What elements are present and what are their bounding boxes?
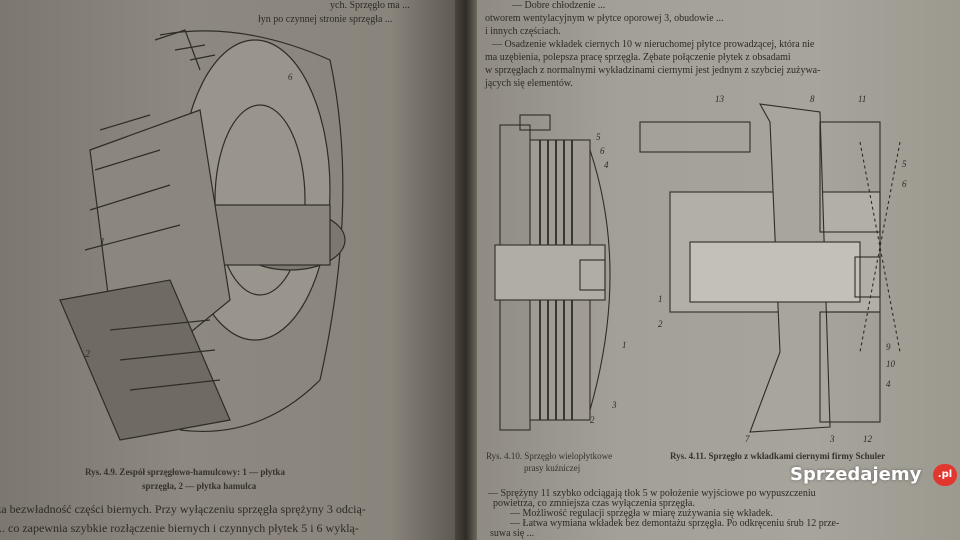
left-body-line: ... co zapewnia szybkie rozłączenie bier… — [0, 521, 359, 535]
fig411-label: 5 — [902, 159, 907, 169]
fig49-label: 6 — [288, 72, 293, 82]
fig411-caption: Rys. 4.11. Sprzęgło z wkładkami ciernymi… — [670, 451, 886, 461]
fig410-caption-line1: Rys. 4.10. Sprzęgło wielopłytkowe — [486, 451, 613, 461]
fig411-label: 8 — [810, 94, 815, 104]
fig410-label: 5 — [596, 132, 601, 142]
right-body-line: — Sprężyny 11 szybko odciągają tłok 5 w … — [488, 488, 816, 499]
fig411-label: 1 — [658, 294, 663, 304]
left-body-line: za bezwładność części biernych. Przy wył… — [0, 502, 366, 516]
right-body-line: powietrza, co zmniejsza czas wyłączenia … — [493, 498, 695, 509]
fig410-label: 4 — [604, 160, 609, 170]
left-top-line: ych. Sprzęgło ma ... — [330, 0, 410, 11]
fig410-label: 6 — [600, 146, 605, 156]
fig411-label: 12 — [863, 434, 873, 444]
fig410-label: 3 — [611, 400, 617, 410]
fig411-label: 13 — [715, 94, 725, 104]
fig49-caption-line1: Rys. 4.9. Zespół sprzęgłowo-hamulcowy: 1… — [85, 467, 285, 477]
fig411-label: 9 — [886, 342, 891, 352]
right-top-line: — Osadzenie wkładek ciernych 10 w nieruc… — [492, 39, 815, 50]
right-body-line: suwa się ... — [490, 528, 535, 539]
right-top-line: w sprzęgłach z normalnymi wykładzinami c… — [485, 65, 821, 76]
fig49-caption-line2: sprzęgła, 2 — płytka hamulca — [142, 481, 257, 491]
watermark-logo-badge: .pl — [933, 464, 957, 486]
figure-4-10-multi-plate-clutch-drawing: 5 6 4 1 2 3 — [494, 114, 627, 431]
fig411-label: 6 — [902, 179, 907, 189]
fig410-label: 2 — [590, 415, 595, 425]
fig410-caption-line2: prasy kuźniczej — [524, 463, 581, 473]
fig410-label: 1 — [622, 340, 627, 350]
right-body-line: — Możliwość regulacji sprzęgła w miarę z… — [510, 508, 773, 519]
fig411-label: 4 — [886, 379, 891, 389]
left-top-line: łyn po czynnej stronie sprzęgła ... — [258, 14, 393, 25]
fig411-label: 7 — [745, 434, 750, 444]
fig49-label: 2 — [85, 349, 90, 360]
right-top-line: jących się elementów. — [485, 78, 573, 89]
fig411-label: 2 — [658, 319, 663, 329]
book-gutter — [455, 0, 477, 540]
right-top-line: i innych częściach. — [485, 26, 561, 37]
figure-4-9-clutch-brake-drawing: 1 2 6 — [59, 29, 346, 441]
fig411-label: 10 — [886, 359, 896, 369]
fig49-label: 1 — [100, 237, 105, 248]
right-top-line: otworem wentylacyjnym w płytce oporowej … — [485, 13, 724, 24]
figure-4-11-schuler-clutch-drawing: 13 8 11 5 6 1 2 9 10 4 7 3 12 — [639, 94, 907, 444]
right-top-line: — Dobre chłodzenie ... — [512, 0, 606, 11]
fig411-label: 3 — [829, 434, 835, 444]
watermark-logo: Sprzedajemy — [790, 464, 922, 485]
right-body-line: — Łatwa wymiana wkładek bez demontażu sp… — [510, 518, 840, 529]
right-top-line: ma uzębienia, polepsza pracę sprzęgła. Z… — [485, 52, 791, 63]
fig411-label: 11 — [858, 94, 866, 104]
